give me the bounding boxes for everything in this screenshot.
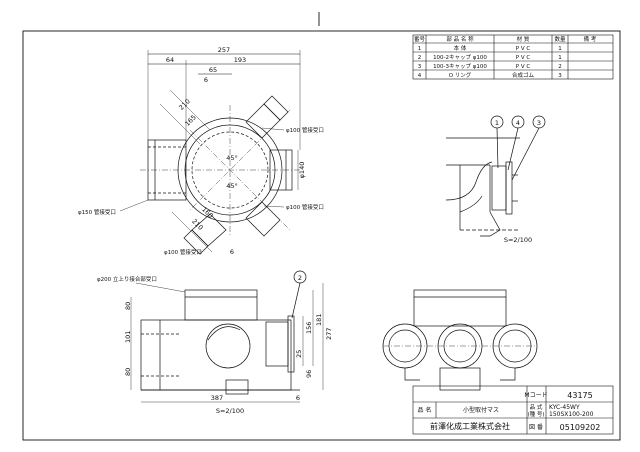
header-qty: 数量	[554, 35, 566, 43]
header-no: 番号	[414, 36, 426, 43]
dim-6-top: 6	[204, 76, 208, 84]
dim-65: 65	[209, 66, 217, 74]
row2-material: P V C	[516, 55, 531, 61]
dim-phi140: φ140	[298, 162, 306, 179]
dim-45-upper: 45°	[226, 154, 238, 162]
label-inlet-150: φ150 管接受口	[78, 208, 116, 216]
dim-160: 160	[200, 205, 214, 219]
row1-qty: 1	[558, 46, 562, 52]
detail-scale: S=2/100	[504, 236, 532, 244]
parts-table-header: 番号 部 品 名 称 材 質 数量 備 考	[414, 35, 597, 43]
dim-80-top: 80	[124, 302, 132, 310]
label-riser: φ200 立上り接合部受口	[97, 275, 157, 283]
parts-table-rows: 1 本 体 P V C 1 2 100-2キャップ φ100 P V C 1 3…	[418, 44, 563, 79]
mcode-label: Mコード	[524, 392, 547, 399]
product-name: 小型取付マス	[463, 406, 499, 414]
dim-6-side: 6	[296, 394, 300, 402]
row4-material: 合成ゴム	[512, 71, 535, 79]
drawing-number: 05109202	[560, 423, 601, 432]
side-view-dims: 80 101 80 156 181 277 25 96 387 6	[124, 302, 333, 402]
header-name: 部 品 名 称	[446, 35, 474, 43]
balloon-4: 4	[516, 119, 520, 127]
detail-view: 1 4 3 S=2/100	[445, 115, 546, 244]
row3-name: 100-3キャップ φ100	[433, 63, 487, 70]
label-outlet-upper: φ100 管接受口	[286, 126, 324, 134]
header-remarks: 備 考	[584, 35, 597, 43]
row1-no: 1	[418, 46, 422, 52]
title-block	[412, 385, 614, 435]
model-label-1: 品 式	[530, 403, 543, 411]
dim-277: 277	[325, 328, 333, 340]
balloon-2: 2	[298, 274, 302, 282]
dim-6-bottom: 6	[230, 248, 234, 256]
top-view-dims: 257 64 193 65 6 210 165 45° 45° φ140 160…	[166, 46, 306, 256]
side-scale: S=2/100	[216, 407, 244, 415]
model-label-2: (種 号)	[527, 410, 544, 418]
top-view-labels: φ100 管接受口 φ100 管接受口 φ150 管接受口 φ100 管接受口	[78, 126, 324, 256]
name-label: 品 名	[418, 406, 432, 414]
dim-96: 96	[305, 370, 313, 378]
detail-balloons: 1 4 3	[495, 119, 541, 127]
front-view	[382, 289, 538, 391]
row2-qty: 1	[558, 55, 562, 61]
label-outlet-lower-right: φ100 管接受口	[286, 203, 324, 211]
label-outlet-bottom: φ100 管接受口	[164, 248, 202, 256]
dim-80-bottom: 80	[124, 368, 132, 376]
balloon-1: 1	[495, 119, 499, 127]
row3-material: P V C	[516, 64, 531, 70]
row4-qty: 3	[558, 73, 562, 79]
top-view-outline	[140, 50, 301, 255]
dim-25: 25	[295, 350, 303, 358]
sheet-border	[22, 30, 621, 441]
dim-45-lower: 45°	[226, 182, 238, 190]
company-name: 前澤化成工業株式会社	[430, 421, 510, 431]
dim-64: 64	[166, 56, 174, 64]
title-block-text: Mコード 43175 品 名 小型取付マス 品 式 (種 号) KYC-45WY…	[418, 391, 601, 432]
model-line-1: KYC-45WY	[549, 404, 580, 411]
row4-no: 4	[418, 73, 422, 79]
dim-181: 181	[315, 314, 323, 326]
row3-no: 3	[418, 64, 422, 70]
row3-qty: 2	[558, 64, 562, 70]
side-outline	[130, 270, 324, 403]
dim-257: 257	[218, 46, 230, 54]
detail-outline	[445, 115, 546, 237]
dim-156: 156	[305, 322, 313, 334]
side-view: φ200 立上り接合部受口 2 80 101 80 156 181 277 25…	[97, 270, 333, 415]
parts-table	[412, 34, 614, 80]
header-material: 材 質	[517, 35, 530, 43]
dim-193: 193	[234, 56, 246, 64]
row2-name: 100-2キャップ φ100	[433, 54, 487, 61]
row4-name: O リング	[449, 71, 472, 79]
row1-name: 本 体	[454, 44, 467, 52]
row2-no: 2	[418, 55, 422, 61]
row1-material: P V C	[516, 46, 531, 52]
dim-101: 101	[124, 331, 132, 343]
mcode-value: 43175	[567, 391, 592, 400]
model-line-2: 150SX100-200	[549, 411, 594, 418]
drawing-label: 図 番	[529, 424, 543, 431]
dim-387: 387	[211, 394, 223, 402]
top-view: 257 64 193 65 6 210 165 45° 45° φ140 160…	[78, 46, 324, 256]
top-view-leaders	[119, 127, 285, 252]
balloon-3: 3	[537, 119, 541, 127]
